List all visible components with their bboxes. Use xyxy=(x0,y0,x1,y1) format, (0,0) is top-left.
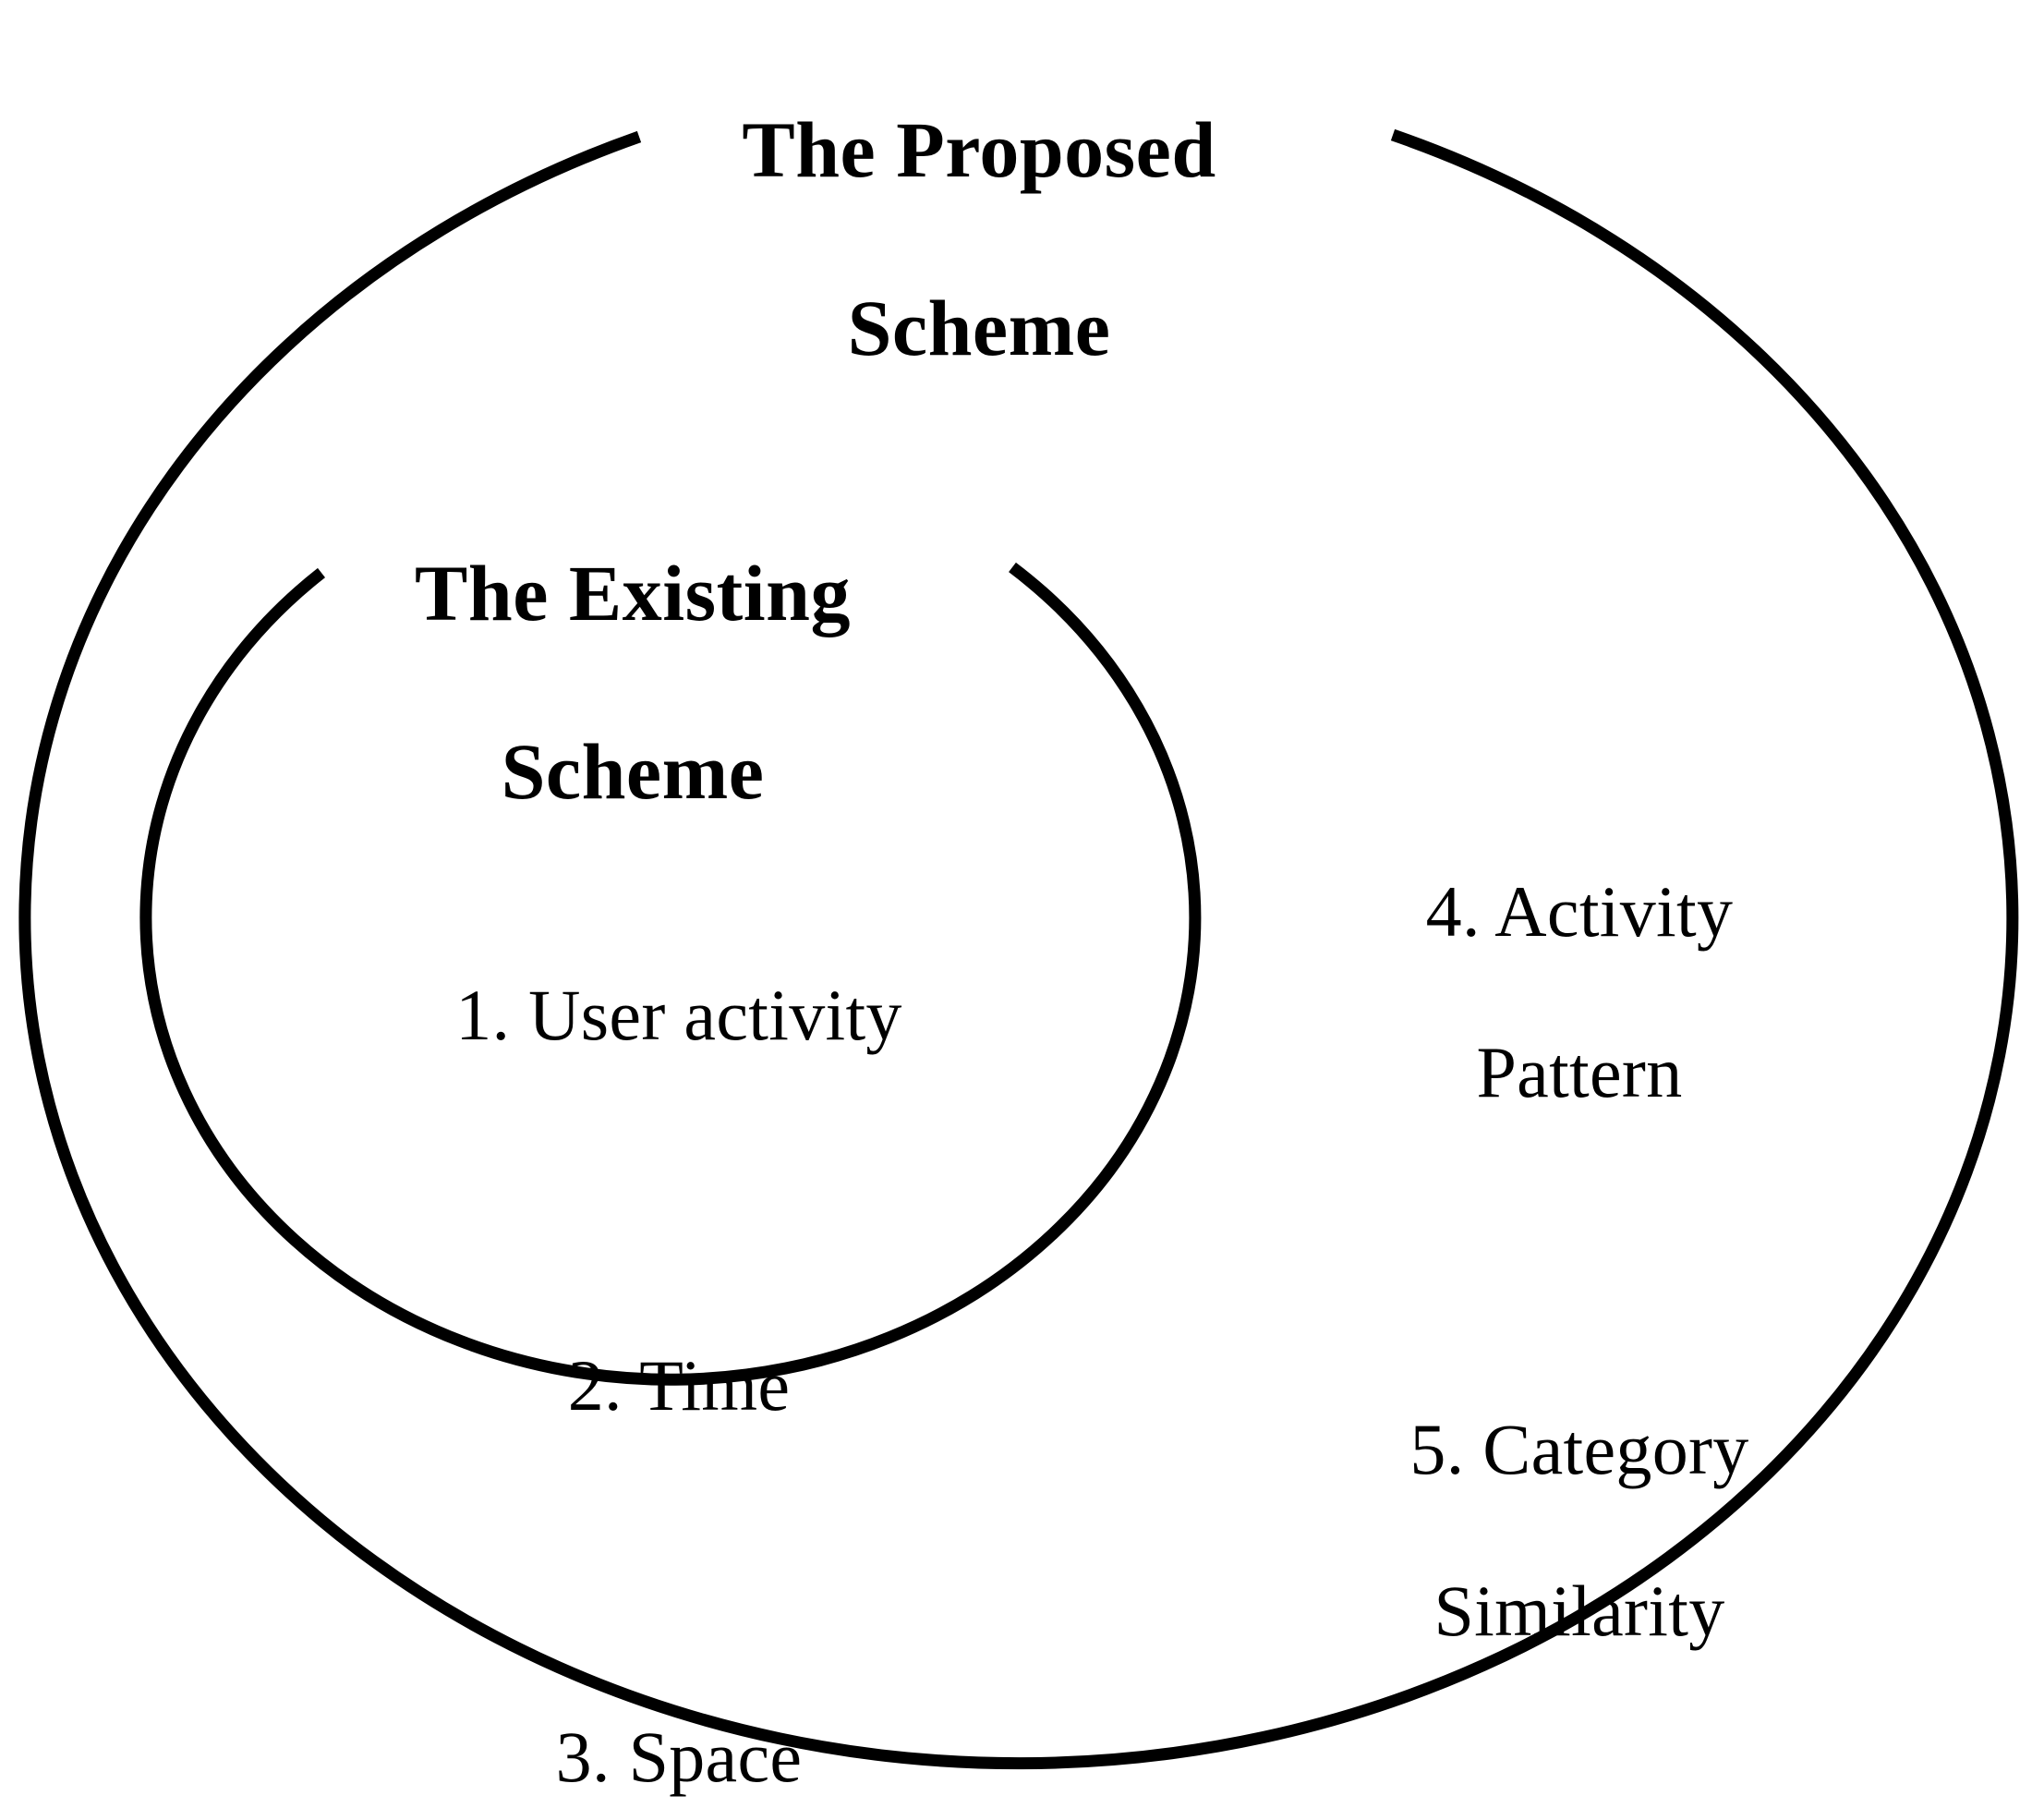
list-item: 5. Category Similarity xyxy=(1275,1329,1884,1732)
outer-ring-item-list: 4. Activity Pattern 5. Category Similari… xyxy=(1275,710,1884,1808)
list-item: 3. Space xyxy=(222,1635,1136,1808)
outer-item-5-label-line-1: 5. Category xyxy=(1409,1408,1749,1489)
outer-item-4-label-line-1: 4. Activity xyxy=(1425,870,1734,952)
outer-ring-title-line-1: The Proposed xyxy=(742,105,1216,195)
outer-ring-title: The Proposed Scheme xyxy=(573,17,1385,462)
outer-item-4-label-line-2: Pattern xyxy=(1476,1032,1683,1113)
inner-ring-item-list: 1. User activity 2. Time 3. Space xyxy=(222,813,1136,1808)
inner-item-3-label: 3. Space xyxy=(555,1716,803,1797)
list-item: 4. Activity Pattern xyxy=(1275,790,1884,1194)
inner-ring-arc xyxy=(139,562,1202,1386)
list-item: 1. User activity xyxy=(222,893,1136,1135)
list-item: 2. Time xyxy=(222,1265,1136,1507)
outer-ring-title-line-2: Scheme xyxy=(847,283,1111,372)
inner-item-2-label: 2. Time xyxy=(567,1345,791,1426)
inner-ring-title-line-1: The Existing xyxy=(415,549,851,638)
inner-ring-title-line-2: Scheme xyxy=(501,726,765,816)
inner-ring-title: The Existing Scheme xyxy=(268,460,998,905)
outer-item-5-label-line-2: Similarity xyxy=(1433,1570,1725,1651)
inner-item-1-label: 1. User activity xyxy=(455,974,902,1055)
outer-ring-arc xyxy=(18,128,2019,1770)
